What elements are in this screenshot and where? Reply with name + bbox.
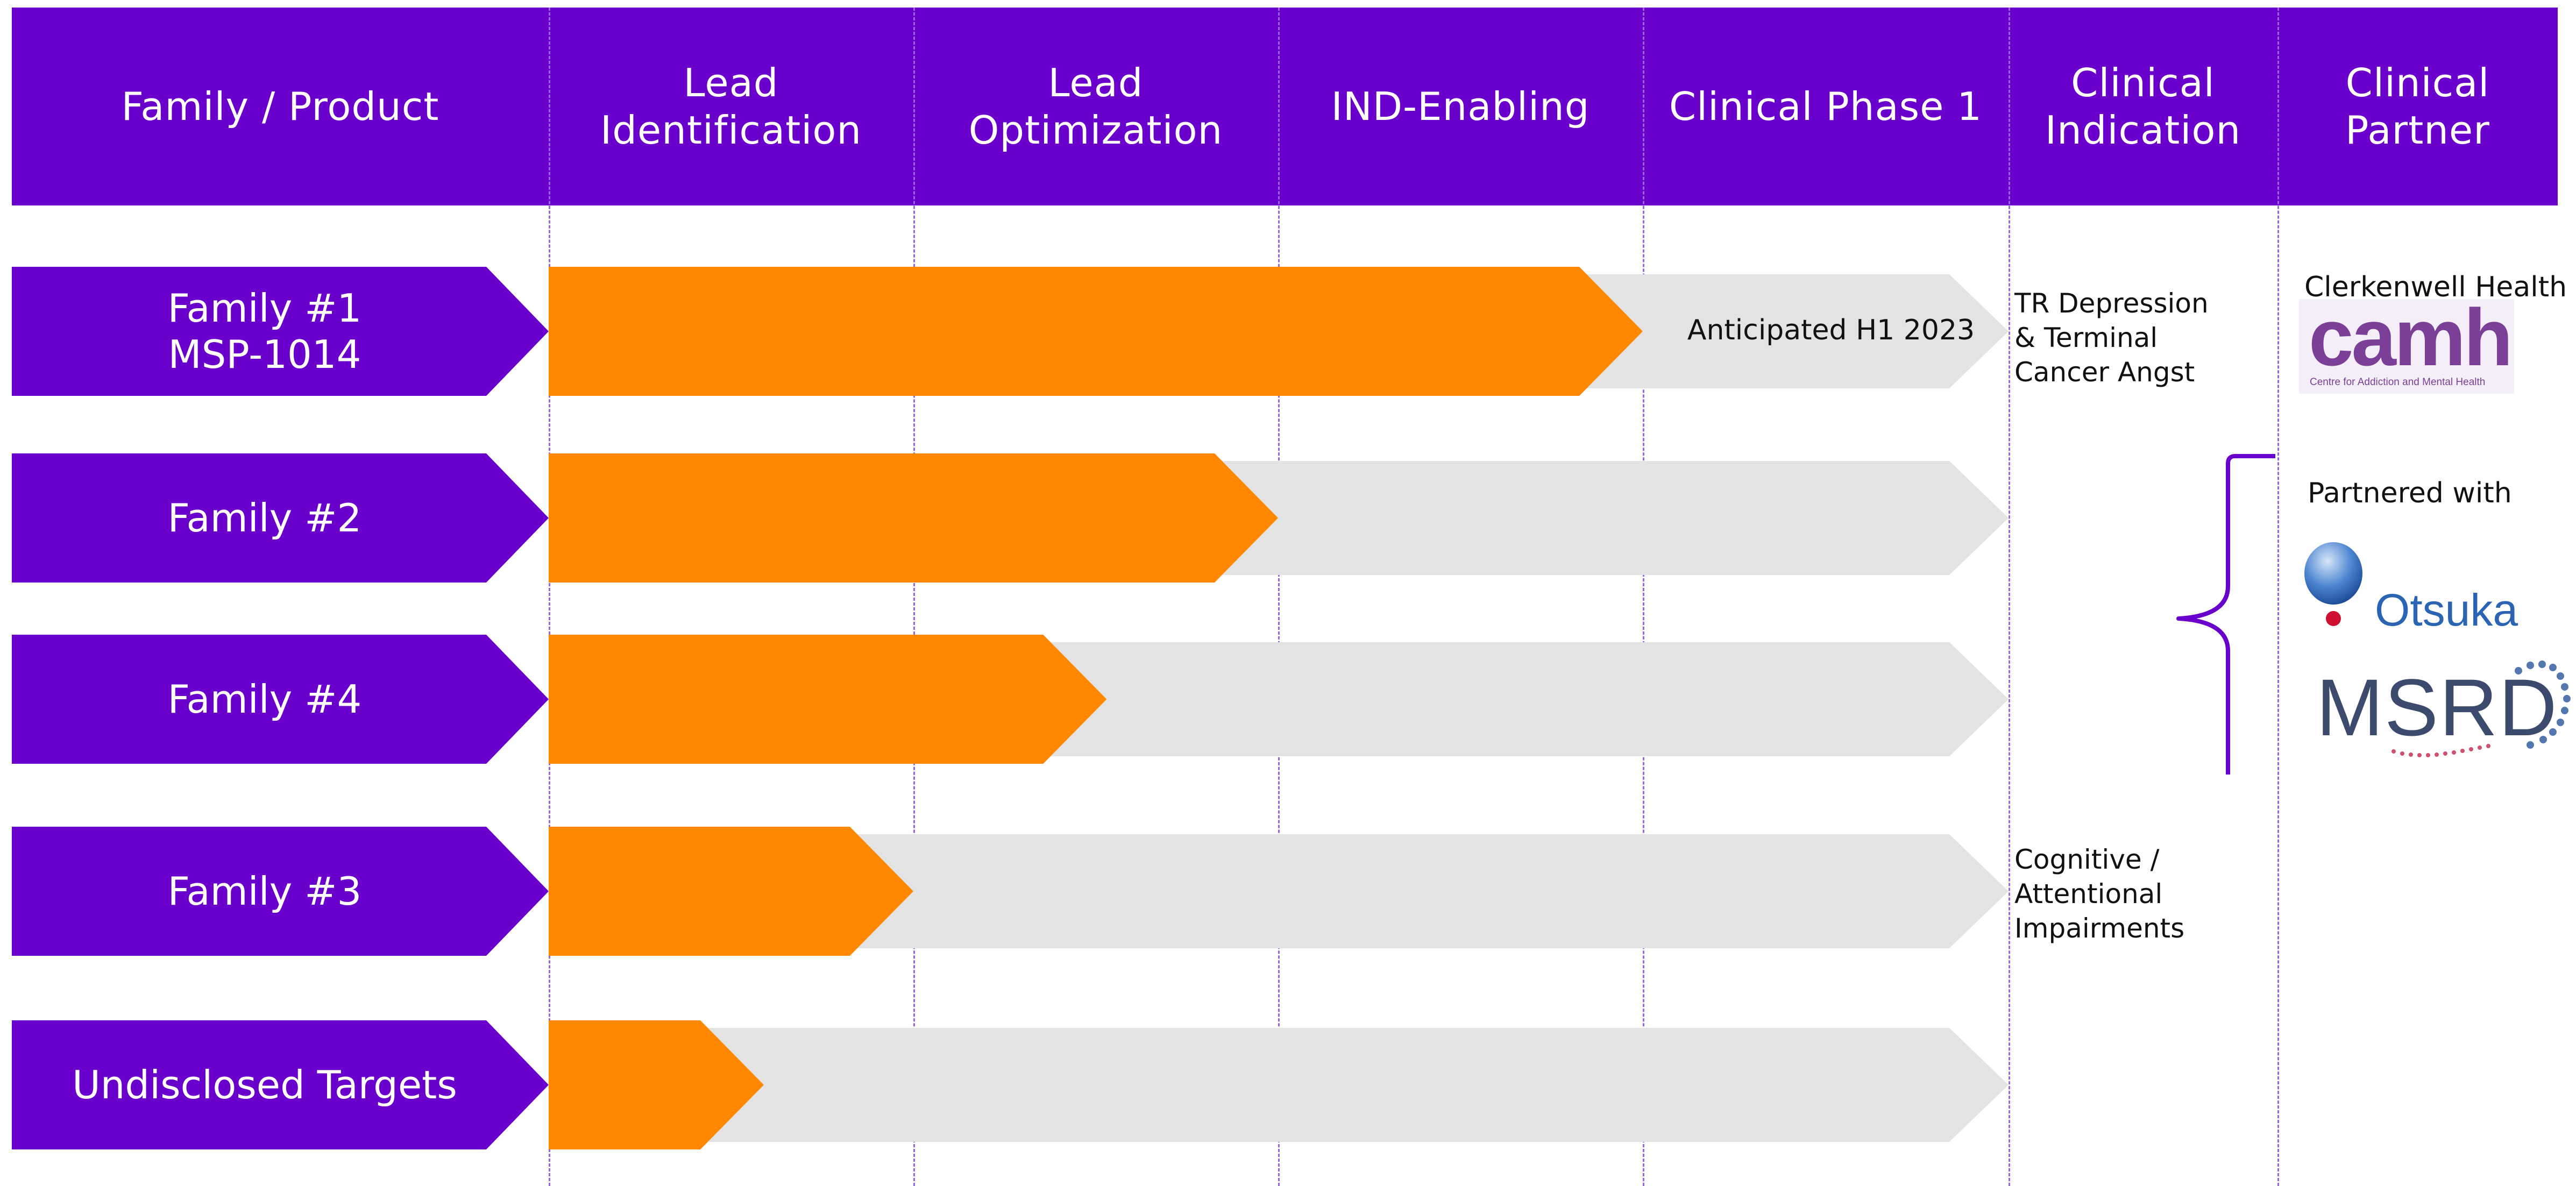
msrd-wordmark: MSRD xyxy=(2316,662,2558,752)
progress-row-5 xyxy=(549,1020,764,1149)
msrd-logo: MSRD xyxy=(2308,654,2571,761)
header-lead-identification: Lead Identification xyxy=(600,60,862,153)
header-lead-optimization: Lead Optimization xyxy=(968,60,1223,153)
progress-row-4 xyxy=(549,827,913,956)
camh-tagline: Centre for Addiction and Mental Health xyxy=(2310,377,2486,388)
indication-family-1: TR Depression & Terminal Cancer Angst xyxy=(2014,288,2209,388)
anticipated-note: Anticipated H1 2023 xyxy=(1687,314,1975,346)
progress-row-2 xyxy=(549,453,1278,583)
family-arrow-row-3 xyxy=(12,635,549,764)
track-row-4 xyxy=(549,834,2009,948)
divider-3 xyxy=(1278,8,1280,1186)
row-label-family-3: Family #3 xyxy=(167,869,362,914)
otsuka-mark-icon xyxy=(2304,542,2362,626)
divider-6 xyxy=(2277,8,2279,1186)
header-bar xyxy=(12,8,2558,205)
divider-2 xyxy=(913,8,915,1186)
camh-wordmark: camh xyxy=(2309,292,2513,382)
progress-row-1 xyxy=(549,267,1643,396)
row-label-family-2: Family #2 xyxy=(167,495,362,541)
progress-row-3 xyxy=(549,635,1107,764)
header-family-product: Family / Product xyxy=(121,84,439,129)
header-clinical-partner: Clinical Partner xyxy=(2345,60,2490,153)
indication-family-3: Cognitive / Attentional Impairments xyxy=(2014,844,2185,944)
partnered-with-label: Partnered with xyxy=(2308,477,2512,509)
camh-logo: camh Centre for Addiction and Mental Hea… xyxy=(2299,292,2514,394)
divider-4 xyxy=(1643,8,1644,1186)
header-ind-enabling: IND-Enabling xyxy=(1331,84,1590,129)
partner-brace xyxy=(2176,454,2275,775)
otsuka-logo: Otsuka xyxy=(2302,541,2539,638)
otsuka-wordmark: Otsuka xyxy=(2375,585,2518,635)
clerkenwell-health-label: Clerkenwell Health xyxy=(2304,271,2567,303)
header-clinical-phase-1: Clinical Phase 1 xyxy=(1669,84,1983,129)
row-label-family-4: Family #4 xyxy=(167,677,362,722)
family-arrow-row-2 xyxy=(12,453,549,583)
header-clinical-indication: Clinical Indication xyxy=(2045,60,2241,153)
divider-1 xyxy=(549,8,550,1186)
row-label-undisclosed-targets: Undisclosed Targets xyxy=(72,1062,457,1107)
msrd-dots-icon xyxy=(2392,661,2571,757)
family-arrow-row-4 xyxy=(12,827,549,956)
row-label-family-1: Family #1 MSP-1014 xyxy=(167,286,362,377)
family-arrow-row-5 xyxy=(12,1020,549,1149)
divider-5 xyxy=(2009,8,2010,1186)
family-arrow-row-1 xyxy=(12,267,549,396)
track-row-5 xyxy=(549,1028,2009,1142)
